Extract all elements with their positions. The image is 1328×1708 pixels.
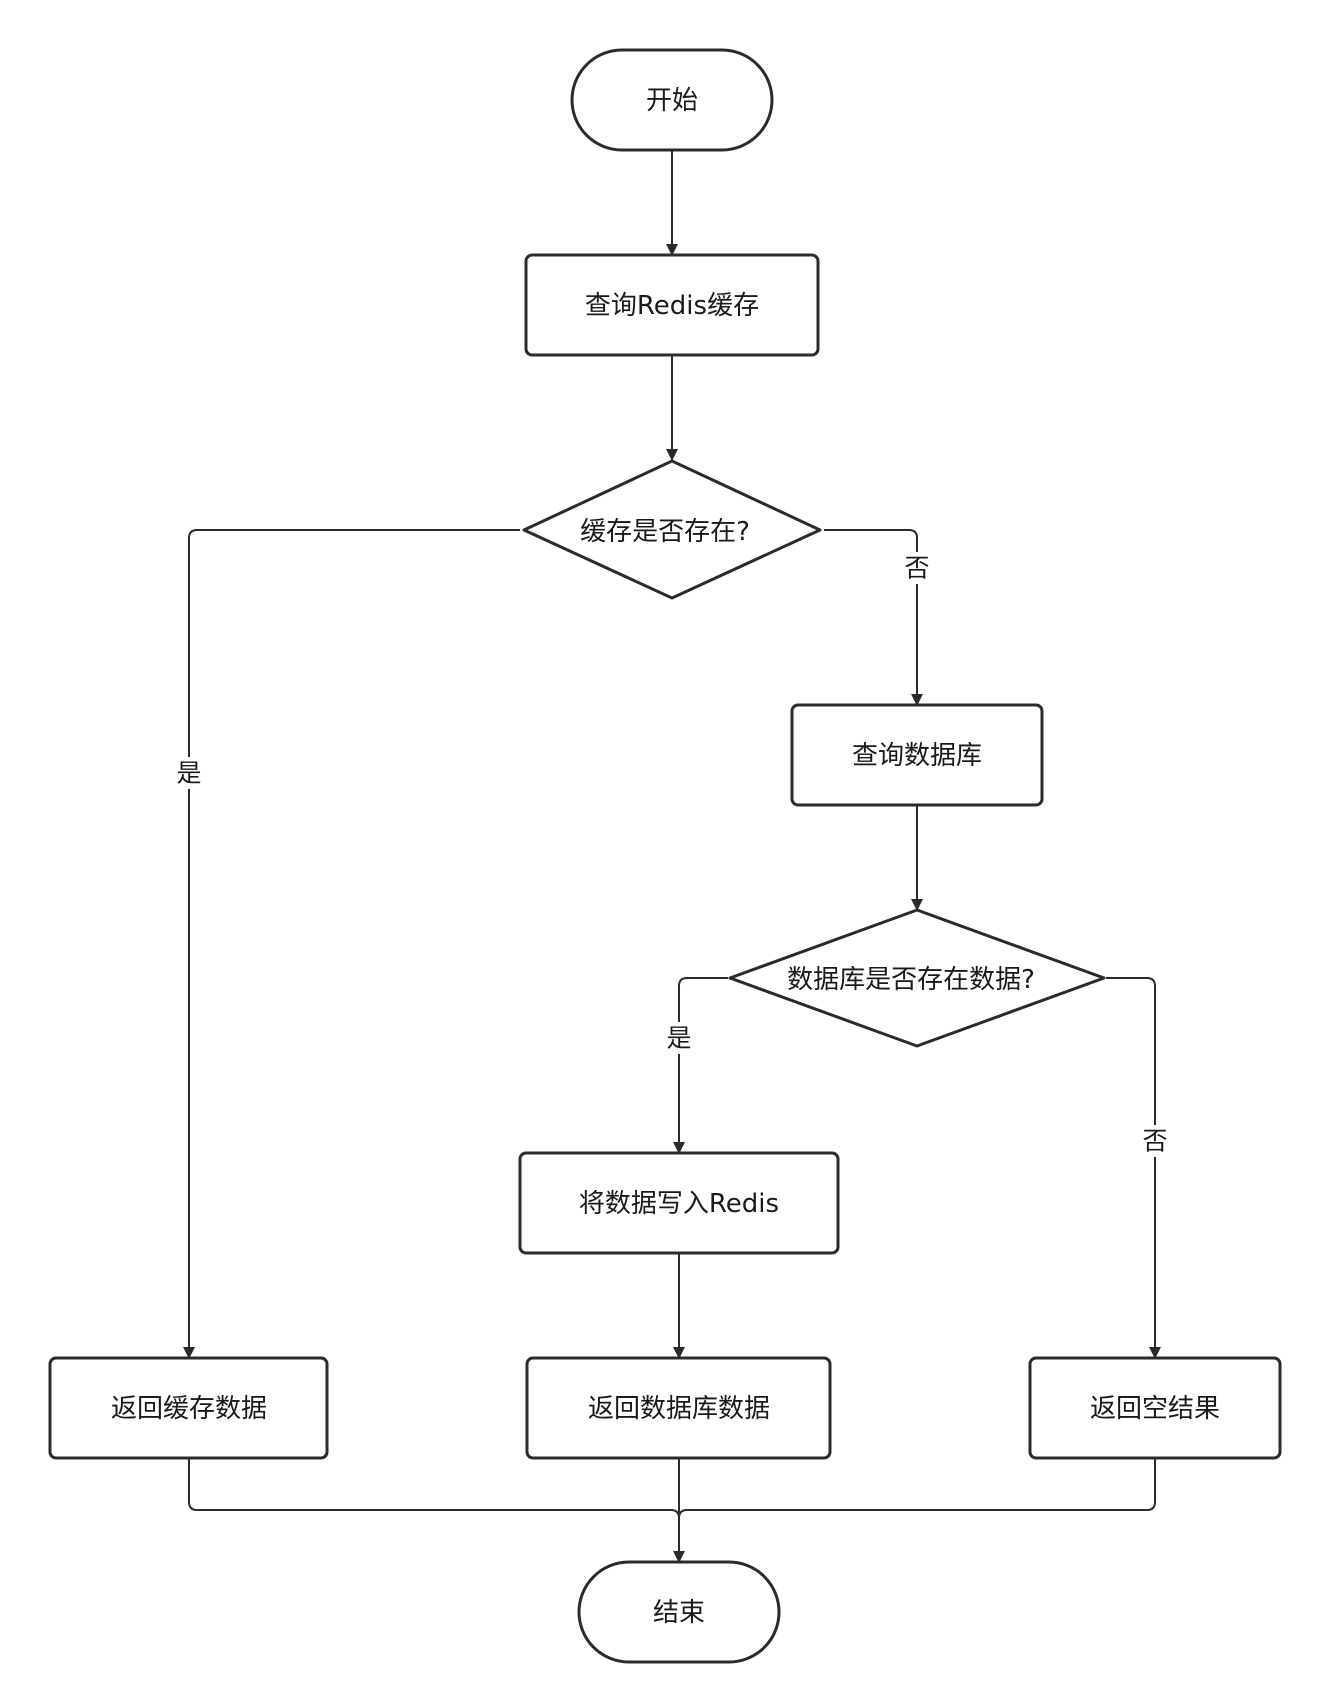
node-return-db: 返回数据库数据 xyxy=(525,1356,832,1460)
edge-label-cache-no: 否 xyxy=(904,554,929,583)
node-query-redis: 查询Redis缓存 xyxy=(524,253,820,357)
node-return-cache: 返回缓存数据 xyxy=(48,1356,329,1460)
node-return-empty-label: 返回空结果 xyxy=(1090,1394,1220,1424)
node-query-db-label: 查询数据库 xyxy=(852,741,982,771)
edge-label-cache-yes: 是 xyxy=(176,759,201,788)
edge-db-no xyxy=(1106,977,1161,1359)
node-start-label: 开始 xyxy=(646,86,698,116)
edge-return-empty-to-merge xyxy=(678,1458,1156,1519)
edge-label-db-no: 否 xyxy=(1142,1127,1167,1156)
node-query-redis-label: 查询Redis缓存 xyxy=(585,291,759,321)
node-write-redis: 将数据写入Redis xyxy=(518,1151,840,1255)
edges xyxy=(183,150,1161,1563)
edge-cache-yes xyxy=(183,529,520,1359)
edge-label-db-yes: 是 xyxy=(666,1024,691,1053)
node-db-has-data: 数据库是否存在数据? xyxy=(728,908,1106,1048)
edge-cache-no xyxy=(824,529,923,706)
node-cache-exists-label: 缓存是否存在? xyxy=(580,517,750,547)
node-end: 结束 xyxy=(577,1560,781,1664)
node-start: 开始 xyxy=(570,48,774,152)
edge-db-yes xyxy=(673,977,728,1154)
node-db-has-data-label: 数据库是否存在数据? xyxy=(787,965,1035,995)
node-cache-exists: 缓存是否存在? xyxy=(522,459,822,600)
node-return-cache-label: 返回缓存数据 xyxy=(111,1394,267,1424)
node-write-redis-label: 将数据写入Redis xyxy=(579,1189,779,1219)
node-query-db: 查询数据库 xyxy=(790,703,1044,807)
edge-return-cache-to-merge xyxy=(188,1458,680,1519)
edge-labels: 是 否 是 否 xyxy=(174,552,1170,1157)
node-end-label: 结束 xyxy=(653,1598,705,1628)
node-return-empty: 返回空结果 xyxy=(1028,1356,1282,1460)
node-return-db-label: 返回数据库数据 xyxy=(588,1394,770,1424)
